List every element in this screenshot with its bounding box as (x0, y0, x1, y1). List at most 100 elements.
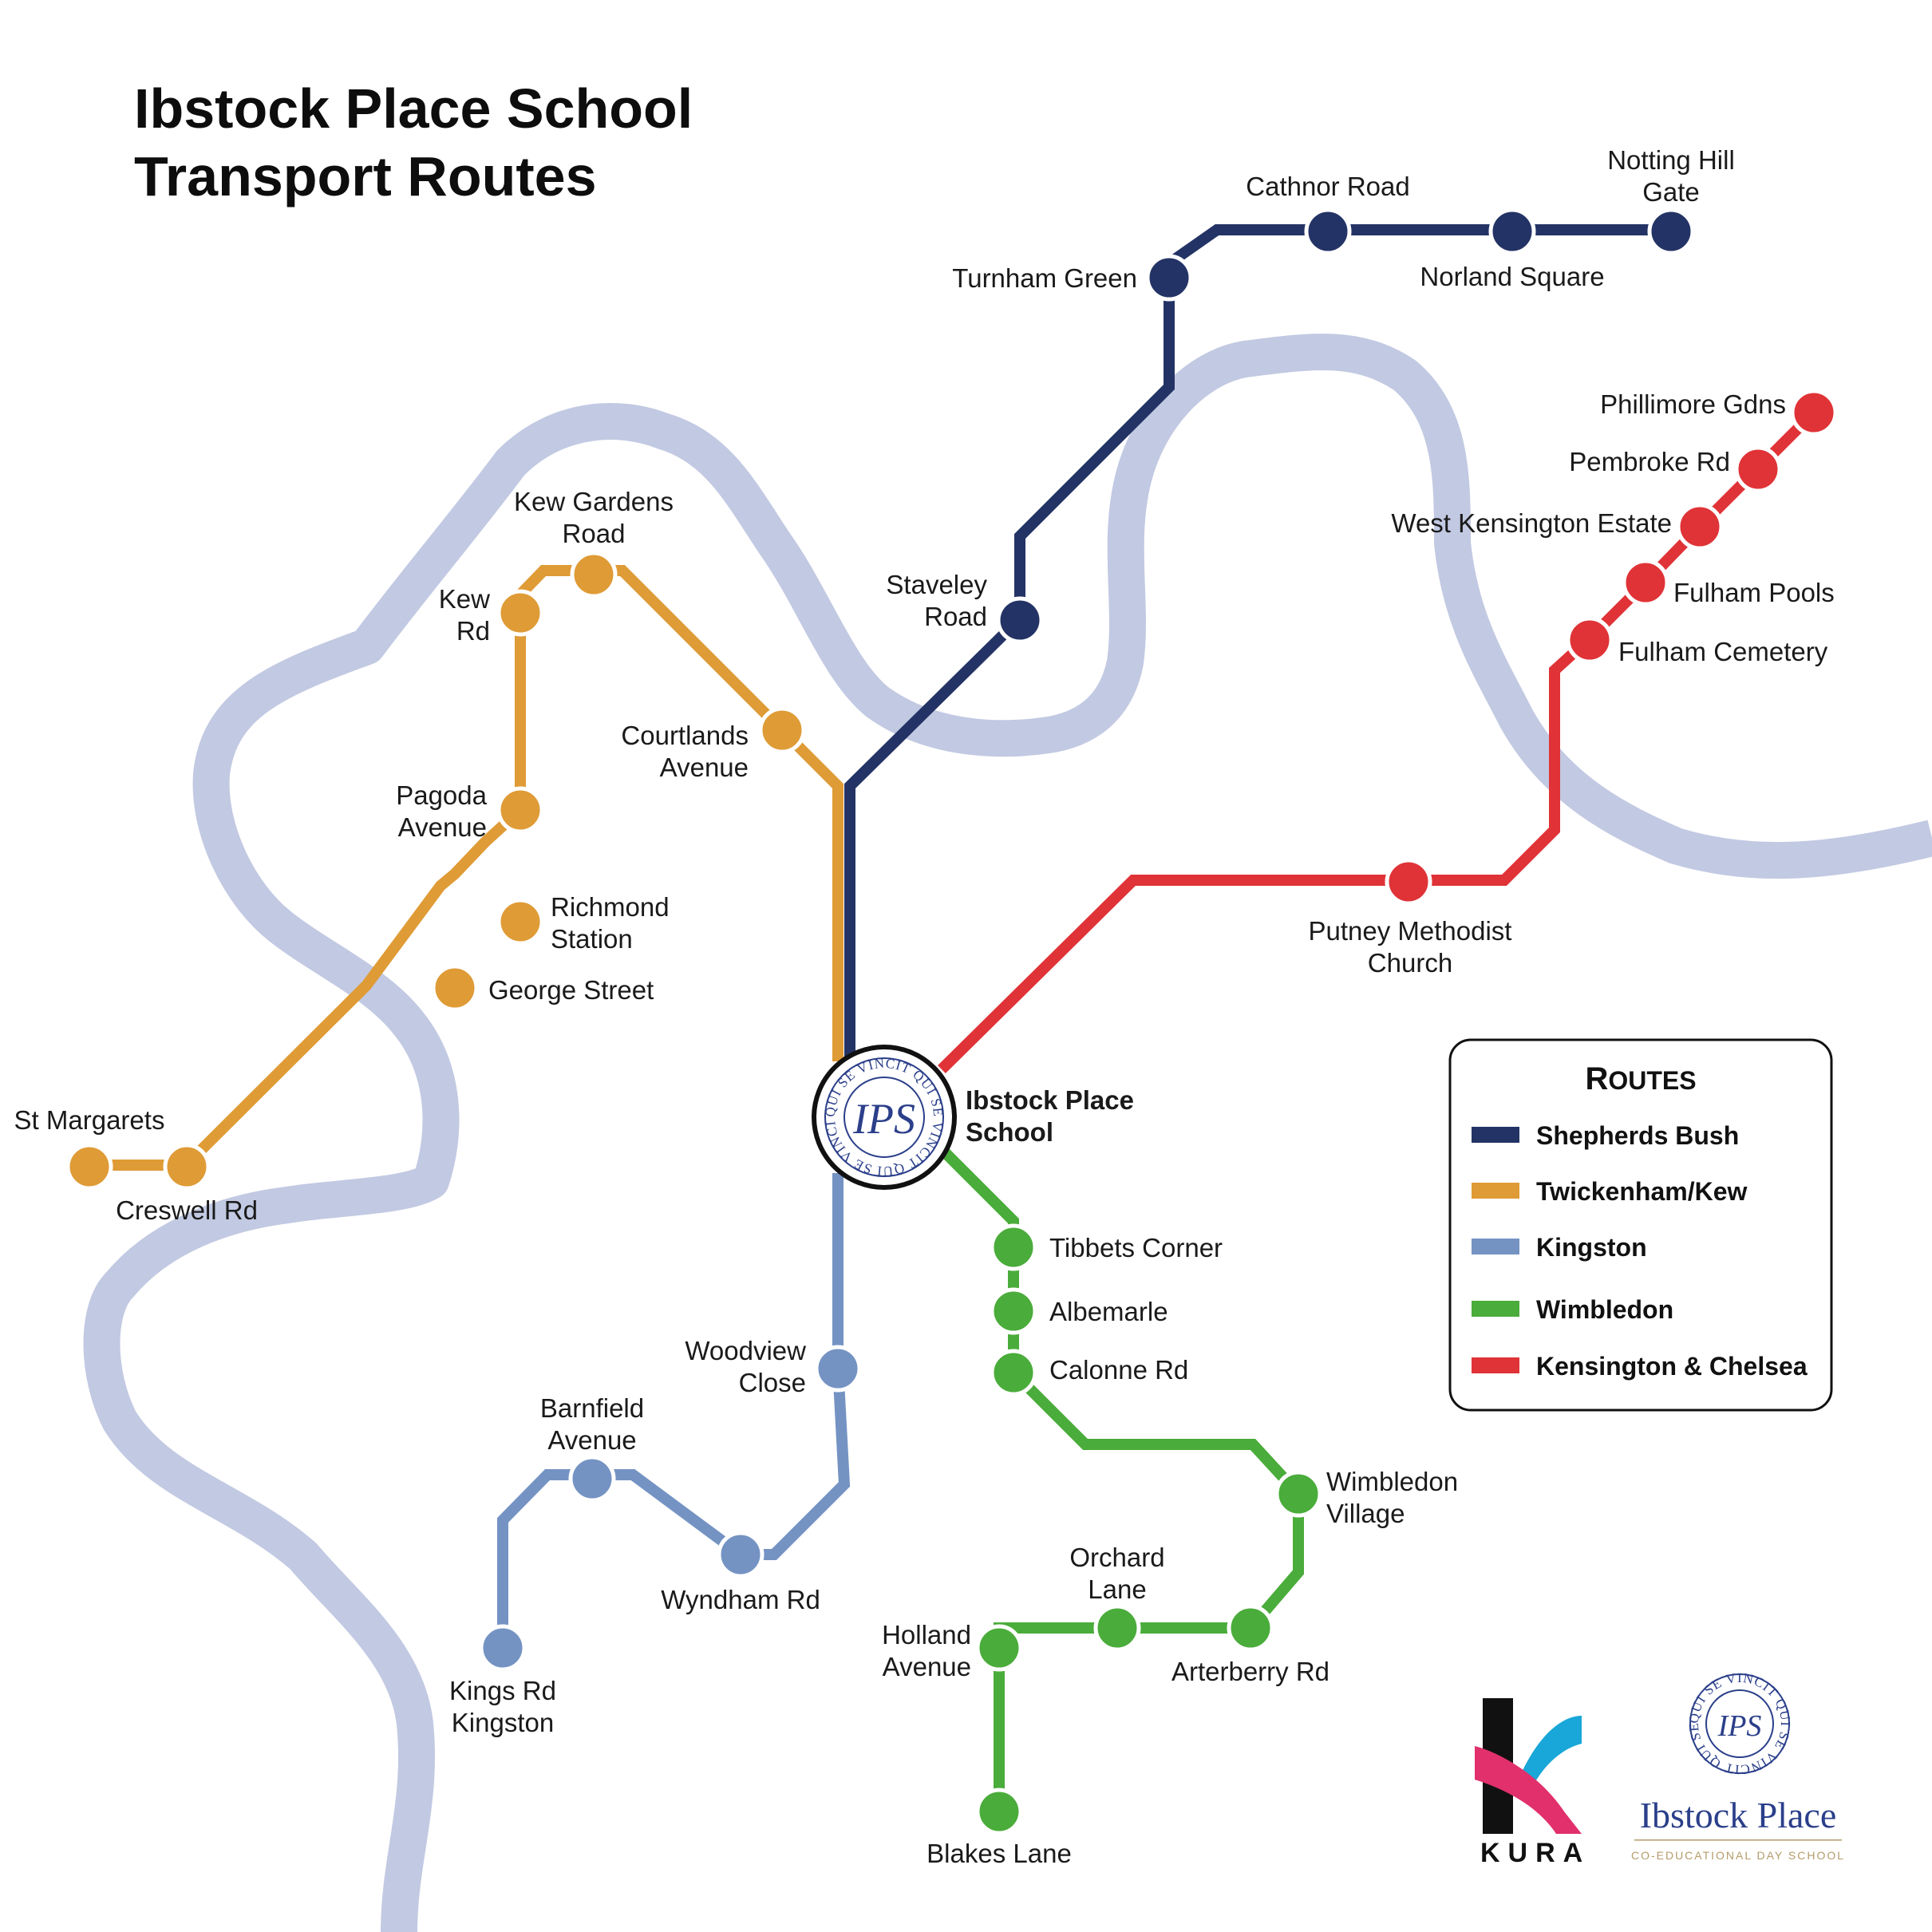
station-kew-rd[interactable] (496, 589, 544, 637)
station-courtlands-avenue[interactable] (758, 706, 806, 754)
station-label-line: George Street (488, 975, 654, 1005)
station-albemarle[interactable] (990, 1287, 1037, 1335)
legend-swatch-wimbledon (1472, 1301, 1519, 1317)
station-label-fulham-pools: Fulham Pools (1673, 578, 1835, 607)
station-fulham-pools[interactable] (1622, 559, 1669, 606)
station-label-line: Norland Square (1420, 262, 1604, 291)
station-label-calonne-rd: Calonne Rd (1049, 1355, 1188, 1385)
station-wyndham-rd[interactable] (717, 1531, 765, 1578)
legend-label-shepherds-bush: Shepherds Bush (1536, 1121, 1739, 1150)
legend-label-twickenham-kew: Twickenham/Kew (1536, 1177, 1747, 1206)
station-label-line: Notting Hill (1607, 145, 1735, 175)
station-phillimore-gdns[interactable] (1790, 389, 1838, 437)
station-wimbledon-village[interactable] (1274, 1470, 1322, 1518)
ibstock-logo-tagline: CO-EDUCATIONAL DAY SCHOOL (1631, 1849, 1845, 1862)
station-label-line: Avenue (547, 1425, 636, 1455)
station-putney-methodist-church[interactable] (1385, 858, 1432, 906)
station-arterberry-rd[interactable] (1227, 1604, 1274, 1652)
hub-label-line2: School (966, 1117, 1053, 1147)
station-label-line: Blakes Lane (926, 1839, 1072, 1868)
station-notting-hill-gate[interactable] (1647, 207, 1695, 255)
station-label-phillimore-gdns: Phillimore Gdns (1600, 389, 1786, 419)
station-fulham-cemetery[interactable] (1566, 616, 1614, 664)
legend-box (1448, 1038, 1833, 1412)
station-label-line: Fulham Pools (1673, 578, 1835, 607)
station-label-line: Kew (439, 584, 490, 614)
station-label-line: Kew Gardens (514, 487, 674, 516)
river-thames (83, 334, 1932, 1932)
line-twickenham-kew[interactable] (89, 565, 844, 1171)
station-tibbets-corner[interactable] (990, 1223, 1037, 1271)
station-label-blakes-lane: Blakes Lane (926, 1839, 1072, 1868)
station-label-line: Kings Rd (449, 1676, 556, 1705)
station-label-creswell-rd: Creswell Rd (116, 1195, 258, 1225)
station-creswell-rd[interactable] (163, 1143, 211, 1191)
station-woodview-close[interactable] (814, 1345, 862, 1393)
station-label-line: Road (563, 519, 626, 548)
ibstock-logo-seal-inner (1705, 1689, 1774, 1758)
station-st-margarets[interactable] (65, 1143, 113, 1191)
station-pagoda-avenue[interactable] (496, 786, 544, 834)
kura-logo-pink-swoosh (1475, 1746, 1582, 1834)
station-kings-rd-kingston[interactable] (479, 1624, 527, 1672)
station-blakes-lane[interactable] (975, 1788, 1023, 1835)
station-label-line: Cathnor Road (1246, 172, 1409, 201)
station-pembroke-rd[interactable] (1734, 445, 1782, 493)
station-west-kensington-estate[interactable] (1676, 503, 1724, 551)
legend-title-initial: R (1585, 1061, 1608, 1096)
hub-seal-monogram: IPS (852, 1095, 915, 1143)
station-calonne-rd[interactable] (990, 1349, 1037, 1397)
kura-logo: KURA (1475, 1698, 1582, 1868)
station-label-line: Village (1326, 1499, 1405, 1528)
station-label-line: Albemarle (1049, 1297, 1168, 1326)
line-kingston[interactable] (497, 1173, 851, 1646)
station-kew-gardens-road[interactable] (570, 551, 618, 599)
station-label-pembroke-rd: Pembroke Rd (1569, 447, 1730, 476)
station-cathnor-road[interactable] (1304, 207, 1352, 255)
legend-swatch-kingston (1472, 1239, 1519, 1254)
station-label-line: Calonne Rd (1049, 1355, 1188, 1385)
legend-swatch-twickenham-kew (1472, 1183, 1519, 1199)
title-line1: Ibstock Place School (134, 77, 693, 140)
station-norland-square[interactable] (1488, 207, 1536, 255)
station-label-george-street: George Street (488, 975, 654, 1005)
legend-items: Shepherds BushTwickenham/KewKingstonWimb… (1472, 1121, 1808, 1381)
station-staveley-road[interactable] (996, 596, 1044, 644)
station-label-st-margarets: St Margarets (14, 1105, 165, 1135)
station-label-line: Creswell Rd (116, 1195, 258, 1225)
station-label-line: Avenue (398, 812, 487, 842)
map-title: Ibstock Place School Transport Routes (134, 77, 693, 207)
station-richmond-station[interactable] (496, 898, 544, 946)
station-turnham-green[interactable] (1145, 254, 1193, 302)
station-orchard-lane[interactable] (1093, 1604, 1141, 1652)
station-label-line: Church (1368, 948, 1452, 978)
station-label-line: Barnfield (540, 1393, 644, 1423)
station-barnfield-avenue[interactable] (568, 1455, 616, 1503)
hub-inner-ring (824, 1057, 944, 1177)
legend-label-wimbledon: Wimbledon (1536, 1295, 1673, 1324)
station-label-line: Fulham Cemetery (1618, 637, 1828, 666)
station-label-line: Holland (882, 1620, 971, 1650)
hub-seal-ring (844, 1077, 925, 1158)
station-label-line: St Margarets (14, 1105, 165, 1135)
station-label-line: Road (924, 602, 987, 631)
line-shepherds-bush[interactable] (844, 224, 1671, 1061)
station-george-street[interactable] (431, 964, 479, 1012)
ibstock-logo-rule (1634, 1839, 1842, 1841)
line-kensington-chelsea[interactable] (938, 409, 1818, 1073)
station-holland-avenue[interactable] (975, 1624, 1023, 1672)
station-label-cathnor-road: Cathnor Road (1246, 172, 1409, 201)
legend-swatch-kensington-chelsea (1472, 1357, 1519, 1373)
